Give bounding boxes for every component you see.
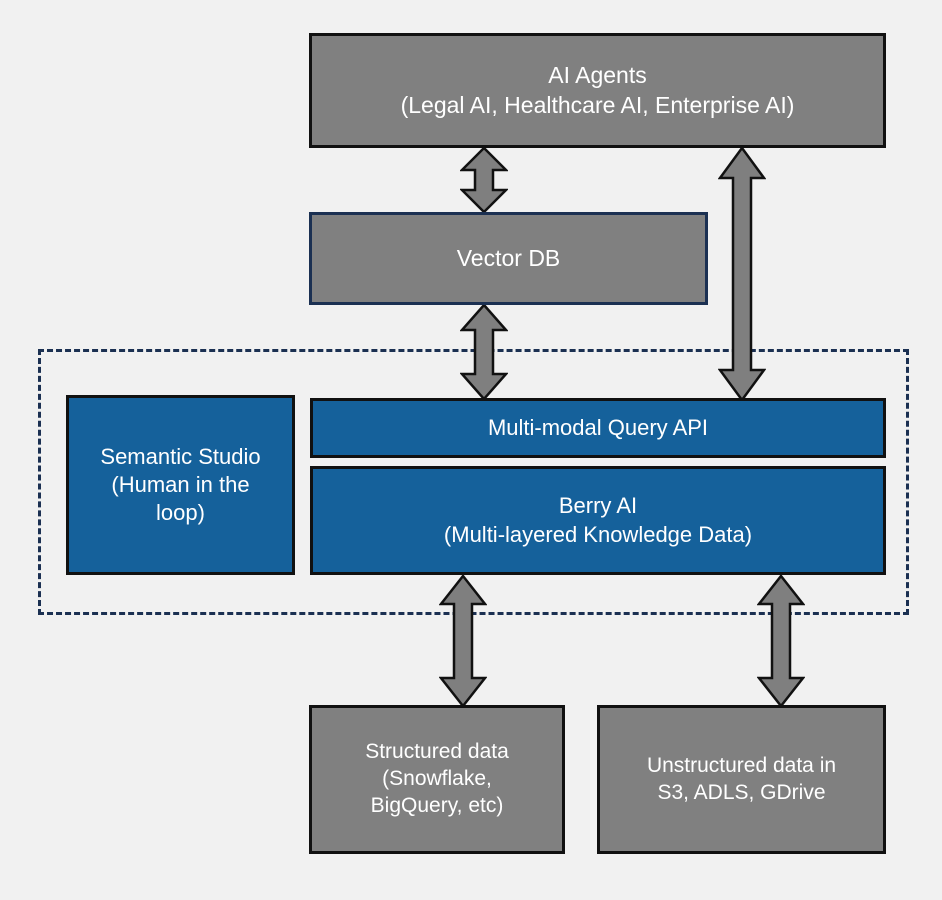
connector-berry-ai-to-unstructured-data	[757, 575, 805, 707]
connector-vector-db-to-query-api	[460, 304, 508, 400]
connector-berry-ai-to-structured-data	[439, 575, 487, 707]
node-unstructured-data[interactable]: Unstructured data in S3, ADLS, GDrive	[597, 705, 886, 854]
node-structured-data[interactable]: Structured data (Snowflake, BigQuery, et…	[309, 705, 565, 854]
node-vector-db[interactable]: Vector DB	[309, 212, 708, 305]
node-berry-ai[interactable]: Berry AI (Multi-layered Knowledge Data)	[310, 466, 886, 575]
platform-boundary	[38, 349, 909, 615]
node-ai-agents[interactable]: AI Agents (Legal AI, Healthcare AI, Ente…	[309, 33, 886, 148]
node-semantic-studio[interactable]: Semantic Studio (Human in the loop)	[66, 395, 295, 575]
connector-ai-agents-to-query-api	[718, 147, 766, 401]
connector-ai-agents-to-vector-db	[460, 147, 508, 213]
node-multimodal-query-api[interactable]: Multi-modal Query API	[310, 398, 886, 458]
